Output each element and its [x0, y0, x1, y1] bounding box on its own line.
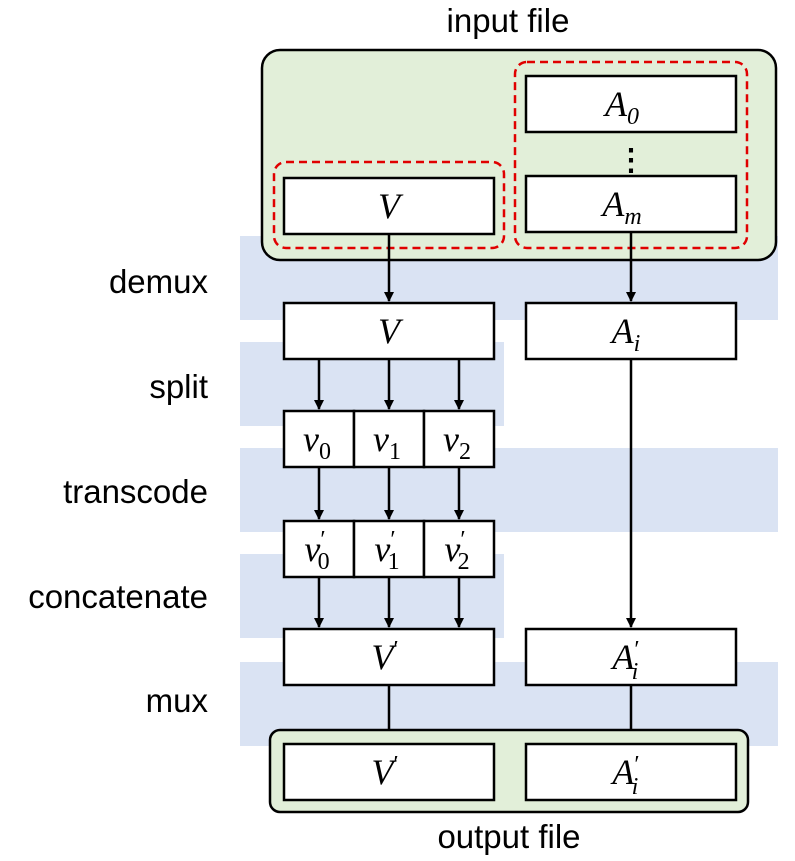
output-video-box — [282, 742, 496, 802]
output-audio-label: A′i — [610, 752, 639, 800]
output-file-title: output file — [437, 818, 580, 855]
segment-label-0: v0 — [303, 419, 331, 465]
demuxed-video-label: V — [378, 311, 404, 351]
demuxed-audio-box — [524, 301, 738, 361]
stage-label-transcode: transcode — [63, 473, 208, 510]
transcoded-segment-box-1 — [352, 519, 426, 579]
transcoded-segment-label-1: v′1 — [374, 527, 399, 575]
demuxed-video-box — [282, 301, 496, 361]
segment-box-2 — [422, 409, 496, 469]
output-audio-box — [524, 742, 738, 802]
demuxed-audio-label: Ai — [610, 311, 641, 357]
output-video-label: V′ — [371, 752, 398, 792]
stage-label-split: split — [149, 368, 208, 405]
stage-label-demux: demux — [109, 263, 209, 300]
transcoded-segment-label-2: v′2 — [444, 527, 469, 575]
audio-track-label-m: Am — [600, 184, 641, 230]
segment-box-0 — [282, 409, 356, 469]
audio-track-box-0 — [524, 74, 738, 134]
audio-tracks-ellipsis: ⋮ — [616, 144, 646, 177]
processed-audio-box — [524, 627, 738, 687]
concatenated-video-label: V′ — [371, 637, 398, 677]
segment-box-1 — [352, 409, 426, 469]
input-video-box — [282, 176, 496, 236]
input-file-title: input file — [447, 2, 570, 39]
transcoded-segment-label-0: v′0 — [304, 527, 329, 575]
processed-audio-label: A′i — [610, 637, 639, 685]
stage-label-mux: mux — [146, 682, 209, 719]
input-video-label: V — [378, 186, 404, 226]
transcoded-segment-box-0 — [282, 519, 356, 579]
segment-label-2: v2 — [443, 419, 471, 465]
audio-track-box-m — [524, 174, 738, 234]
transcoded-segment-box-2 — [422, 519, 496, 579]
stage-label-concatenate: concatenate — [28, 578, 208, 615]
audio-track-label-0: A0 — [603, 84, 639, 130]
segment-label-1: v1 — [373, 419, 401, 465]
